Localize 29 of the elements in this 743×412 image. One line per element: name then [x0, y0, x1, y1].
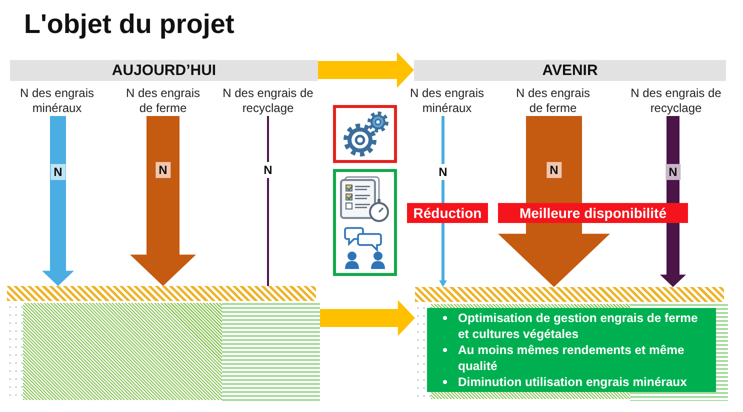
edge-label: N [546, 162, 562, 178]
column-label: N des engrais de ferme [121, 86, 205, 116]
hatched-ground-block [7, 286, 320, 402]
block-arrow [318, 52, 414, 88]
column-label: N des engrais de recyclage [626, 86, 726, 116]
section-header: AVENIR [414, 60, 726, 81]
title: L'objet du projet [24, 8, 234, 40]
column-label: N des engrais de ferme [511, 86, 595, 116]
bullet-text: Au moins mêmes rendements et même qualité [439, 342, 704, 374]
bullet-text: Diminution utilisation engrais minéraux [439, 374, 704, 390]
icon-frame [333, 105, 397, 163]
highlight-tag: Meilleure disponibilité [498, 203, 688, 223]
edge-label: N [666, 164, 680, 180]
block-arrow [42, 116, 74, 286]
block-arrow [660, 116, 686, 287]
bullet-text: Optimisation de gestion engrais de ferme et cultures végétales [439, 310, 704, 342]
edge-label: N [156, 162, 170, 178]
section-header: AUJOURD’HUI [10, 60, 318, 81]
column-label: N des engrais minéraux [405, 86, 489, 116]
column-label: N des engrais de recyclage [218, 86, 318, 116]
highlight-tag: Réduction [407, 203, 488, 223]
block-arrow [320, 300, 415, 336]
icon-frame [333, 169, 397, 276]
line [267, 116, 269, 286]
edge-label: N [50, 164, 66, 180]
column-label: N des engrais minéraux [15, 86, 99, 116]
block-arrow [130, 116, 196, 286]
block-arrow [498, 116, 610, 287]
text-panel [427, 308, 716, 392]
